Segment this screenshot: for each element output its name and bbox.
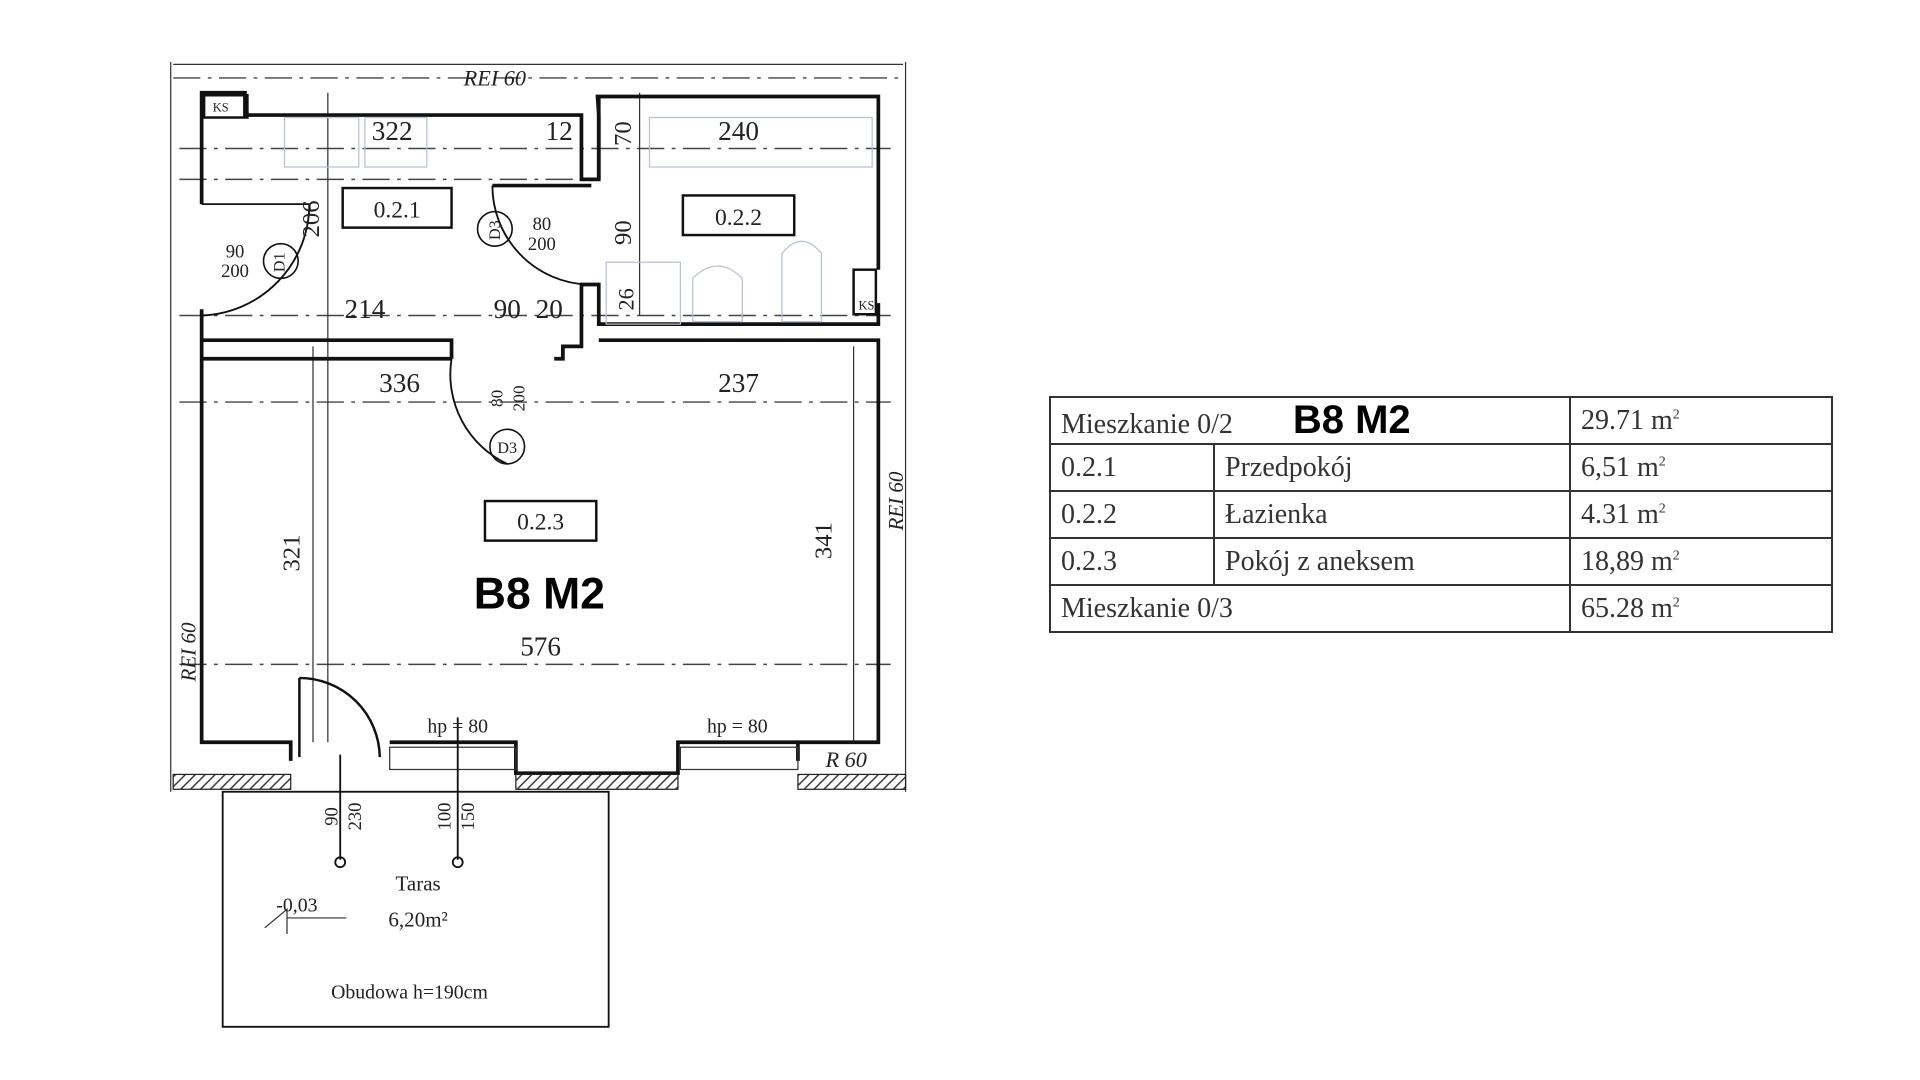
- dim-240: 240: [718, 116, 759, 146]
- fire-label-bottom-right: R 60: [824, 747, 866, 772]
- fixtures: [283, 116, 873, 325]
- door-d1-width: 90: [226, 241, 245, 262]
- fire-label-left: REI 60: [176, 622, 200, 682]
- terrace: [221, 717, 610, 1028]
- table-row: 0.2.2 Łazienka 4.31 m2: [1049, 490, 1833, 539]
- terrace-level: -0,03: [276, 895, 317, 917]
- room-id: 0.2.1: [1049, 443, 1215, 492]
- area-value: 65.28 m: [1581, 592, 1673, 624]
- outer-grid-lines: [170, 61, 907, 792]
- table-row: Mieszkanie 0/3 65.28 m2: [1049, 584, 1833, 633]
- room-id-0.2.3: 0.2.3: [517, 509, 564, 535]
- window-door-width: 100: [434, 803, 455, 831]
- area-unit-sup: 2: [1672, 407, 1680, 423]
- window-2-label: hp = 80: [707, 715, 768, 737]
- dim-341: 341: [810, 522, 837, 559]
- unit-name: Mieszkanie 0/2: [1061, 409, 1233, 440]
- door-d3b-tag: D3: [497, 440, 517, 457]
- room-name: Pokój z aneksem: [1213, 537, 1571, 586]
- unit-name: Mieszkanie 0/3: [1049, 584, 1571, 633]
- door-d3b-width: 80: [487, 390, 506, 407]
- walls: [172, 90, 907, 790]
- shaft-ks-2: [852, 268, 878, 316]
- door-d3a-width: 80: [533, 214, 552, 235]
- room-name: Łazienka: [1213, 490, 1571, 539]
- fire-label-top: REI 60: [463, 65, 526, 90]
- area-value: 4.31 m: [1581, 498, 1659, 530]
- fire-label-right: REI 60: [884, 471, 908, 531]
- door-d3b-height: 200: [510, 385, 529, 411]
- table-row: 0.2.1 Przedpokój 6,51 m2: [1049, 443, 1833, 492]
- area-value: 18,89 m: [1581, 545, 1673, 577]
- door-swings: [201, 185, 588, 758]
- room-box-0.2.3: [483, 499, 598, 542]
- room-id-0.2.1: 0.2.1: [374, 198, 421, 224]
- table-row: Mieszkanie 0/2 B8 M2 29.71 m2: [1049, 396, 1833, 445]
- room-box-0.2.2: [681, 194, 796, 237]
- door-tag-circle: [262, 242, 299, 280]
- dim-576: 576: [520, 632, 561, 662]
- room-name: Przedpokój: [1213, 443, 1571, 492]
- dim-90b: 90: [494, 294, 521, 324]
- dim-237: 237: [718, 368, 759, 398]
- shaft-ks-1: [202, 94, 249, 119]
- level-marker-icon: [264, 907, 347, 935]
- dim-20: 20: [536, 294, 563, 324]
- dim-12: 12: [546, 116, 573, 146]
- area-value: 6,51 m: [1581, 451, 1659, 483]
- door-d3a-tag: D3: [487, 220, 504, 240]
- room-id: 0.2.2: [1049, 490, 1215, 539]
- terrace-note: Obudowa h=190cm: [331, 981, 488, 1003]
- shaft-label-1: KS: [213, 100, 229, 114]
- area-value: 29.71 m: [1581, 404, 1673, 436]
- door-d1-height: 200: [221, 261, 249, 282]
- area-unit-sup: 2: [1672, 548, 1680, 564]
- room-id: 0.2.3: [1049, 537, 1215, 586]
- dim-206: 206: [298, 200, 325, 237]
- area-unit-sup: 2: [1658, 454, 1666, 470]
- area-unit-sup: 2: [1658, 501, 1666, 517]
- dim-322: 322: [372, 116, 413, 146]
- room-box-0.2.1: [341, 186, 453, 229]
- shaft-label-2: KS: [859, 298, 875, 312]
- unit-label: B8 M2: [474, 570, 605, 619]
- window-door-height: 150: [458, 803, 479, 831]
- door-d3a-height: 200: [528, 234, 556, 255]
- unit-tag: B8 M2: [1292, 398, 1411, 442]
- room-id-0.2.2: 0.2.2: [715, 205, 762, 231]
- window-1-label: hp = 80: [427, 715, 488, 737]
- dim-214: 214: [345, 294, 386, 324]
- balcony-door-height: 230: [345, 803, 366, 831]
- dim-336: 336: [379, 368, 420, 398]
- dim-26: 26: [613, 288, 638, 310]
- table-row: 0.2.3 Pokój z aneksem 18,89 m2: [1049, 537, 1833, 586]
- door-d1-tag: D1: [272, 252, 289, 272]
- area-unit-sup: 2: [1672, 595, 1680, 611]
- terrace-name: Taras: [396, 872, 441, 896]
- dim-321: 321: [278, 534, 305, 571]
- terrace-area: 6,20m²: [388, 908, 447, 932]
- dim-90: 90: [610, 220, 637, 245]
- balcony-door-width: 90: [322, 807, 343, 826]
- dim-70: 70: [610, 121, 637, 146]
